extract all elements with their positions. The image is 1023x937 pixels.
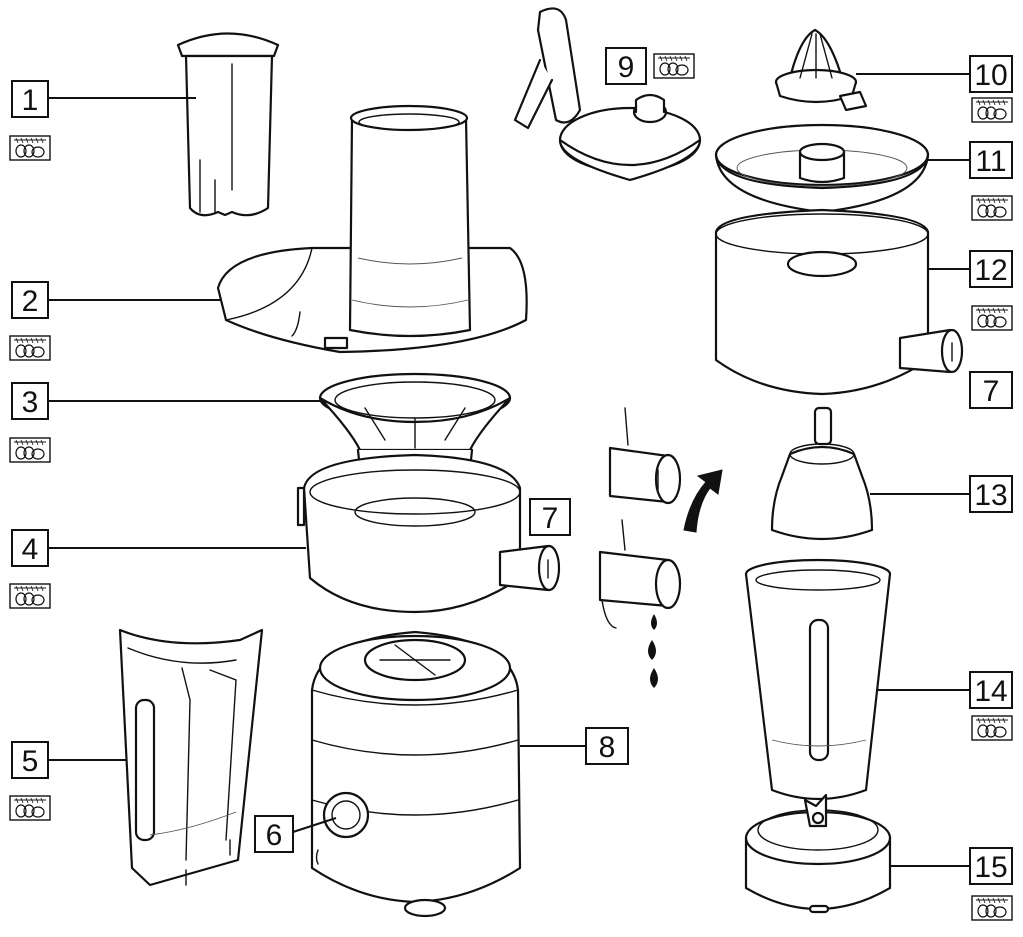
svg-text:3: 3 xyxy=(22,386,39,419)
label-8: 8 xyxy=(585,727,629,765)
dishwasher-safe-icon xyxy=(971,715,1013,741)
part-citrus-bowl xyxy=(714,123,930,214)
label-5: 5 xyxy=(11,741,49,779)
svg-text:4: 4 xyxy=(22,533,39,566)
part-pusher xyxy=(176,32,280,217)
spout-detail xyxy=(598,407,682,688)
juice-drop-icon xyxy=(648,640,656,660)
part-citrus-juice-bowl xyxy=(714,208,964,396)
label-10: 10 xyxy=(969,55,1013,93)
dishwasher-safe-icon xyxy=(971,895,1013,921)
label-15: 15 xyxy=(969,847,1013,885)
label-11: 11 xyxy=(969,141,1013,179)
juice-drop-icon xyxy=(651,614,657,630)
svg-text:7: 7 xyxy=(542,502,559,535)
label-14: 14 xyxy=(969,671,1013,709)
label-7-juicer: 7 xyxy=(529,498,571,536)
svg-text:14: 14 xyxy=(974,675,1007,708)
part-juice-bowl xyxy=(296,453,561,614)
label-1: 1 xyxy=(11,80,49,118)
svg-text:2: 2 xyxy=(22,285,39,318)
svg-text:9: 9 xyxy=(618,51,635,84)
dishwasher-safe-icon xyxy=(9,437,51,463)
svg-text:7: 7 xyxy=(983,375,1000,408)
svg-text:10: 10 xyxy=(974,59,1007,92)
dishwasher-safe-icon xyxy=(971,195,1013,221)
dishwasher-safe-icon xyxy=(971,97,1013,123)
svg-text:15: 15 xyxy=(974,851,1007,884)
curved-arrow-icon xyxy=(683,469,723,533)
label-13: 13 xyxy=(969,475,1013,513)
svg-text:6: 6 xyxy=(266,819,283,852)
svg-text:8: 8 xyxy=(599,731,616,764)
dishwasher-safe-icon xyxy=(9,335,51,361)
part-blender-adapter xyxy=(770,406,874,541)
label-4: 4 xyxy=(11,529,49,567)
label-3: 3 xyxy=(11,382,49,420)
label-7-citrus: 7 xyxy=(969,371,1013,409)
svg-text:5: 5 xyxy=(22,745,39,778)
dishwasher-safe-icon xyxy=(9,135,51,161)
svg-text:11: 11 xyxy=(975,145,1006,178)
label-12: 12 xyxy=(969,250,1013,288)
label-6: 6 xyxy=(254,815,294,853)
dishwasher-safe-icon xyxy=(971,305,1013,331)
dishwasher-safe-icon xyxy=(9,795,51,821)
svg-text:12: 12 xyxy=(974,254,1007,287)
part-lid xyxy=(216,104,528,354)
svg-text:13: 13 xyxy=(974,479,1007,512)
juice-drop-icon xyxy=(650,668,658,688)
svg-text:1: 1 xyxy=(22,84,39,117)
part-pulp-container xyxy=(118,628,264,887)
dishwasher-safe-icon xyxy=(9,583,51,609)
label-9: 9 xyxy=(605,47,647,85)
dishwasher-safe-icon xyxy=(653,53,695,79)
part-blade-unit xyxy=(744,793,892,914)
part-pitcher-lid xyxy=(513,7,702,182)
part-blender-jar xyxy=(744,558,892,801)
part-motor-base xyxy=(310,630,522,918)
part-citrus-cone xyxy=(774,28,868,112)
label-2: 2 xyxy=(11,281,49,319)
